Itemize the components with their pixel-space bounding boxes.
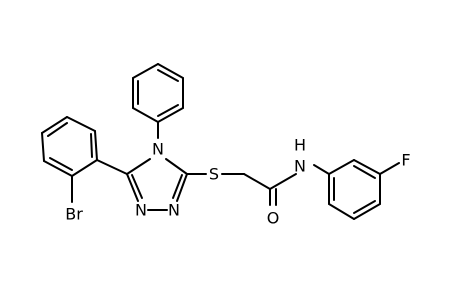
fluorophenyl-ring — [313, 159, 381, 220]
atom-nh-n: N — [294, 157, 306, 176]
atom-br: Br — [65, 205, 83, 224]
atom-nh-h: H — [294, 136, 306, 155]
bond-c-f — [379, 162, 400, 175]
atom-o: O — [267, 209, 280, 228]
bromophenyl-ring — [41, 116, 128, 177]
atom-n1: N — [135, 201, 147, 220]
triazole-ring — [126, 158, 188, 211]
atom-n4: N — [152, 140, 164, 159]
phenyl-ring-top — [132, 63, 184, 123]
atom-f: F — [401, 151, 410, 170]
atom-s: S — [209, 165, 219, 184]
side-chain — [186, 173, 297, 206]
atom-n2: N — [168, 201, 180, 220]
